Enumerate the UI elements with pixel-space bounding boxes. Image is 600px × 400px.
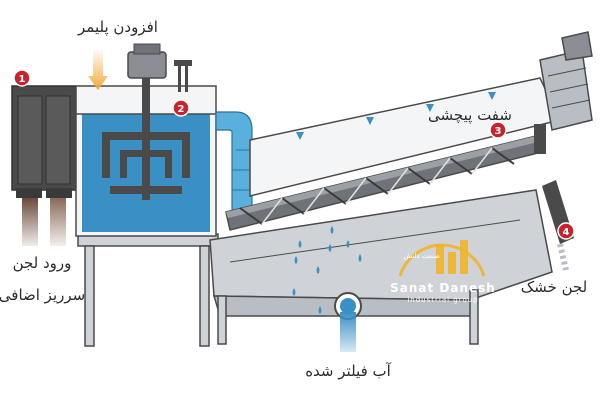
label-screw-shaft: شفت پیچشی — [428, 106, 512, 125]
transfer-pipe — [215, 111, 253, 213]
level-sensor — [174, 60, 192, 92]
polymer-inflow — [88, 48, 108, 90]
watermark-brand: Sanat Danesh — [390, 281, 496, 295]
marker-3: 3 — [489, 121, 507, 139]
filtered-water-outlet — [334, 292, 362, 352]
label-polymer: افزودن پلیمر — [77, 18, 158, 37]
label-overflow: سرریز اضافی — [0, 286, 85, 304]
label-sludge-inlet: ورود لجن — [13, 254, 72, 272]
sludge-inlet-flow — [22, 198, 38, 246]
drive-motor — [534, 31, 593, 154]
label-filtered-water: آب فیلتر شده — [305, 362, 391, 380]
screw-shaft — [225, 135, 543, 231]
agitator-motor — [127, 43, 167, 200]
water-droplets — [292, 226, 362, 314]
svg-text:4: 4 — [563, 227, 570, 238]
svg-text:3: 3 — [495, 126, 502, 137]
company-watermark: صنعت دانش Sanat Danesh industrial group — [390, 240, 496, 304]
marker-4: 4 — [557, 222, 575, 240]
marker-1: 1 — [13, 69, 31, 87]
tank-stand — [77, 233, 219, 347]
marker-2: 2 — [172, 99, 190, 117]
watermark-persian: صنعت دانش — [404, 252, 441, 260]
svg-text:1: 1 — [19, 74, 26, 85]
label-dry-sludge: لجن خشک — [521, 278, 588, 296]
spray-nozzles — [296, 92, 496, 140]
overflow-flow — [50, 198, 66, 246]
watermark-tagline: industrial group — [407, 296, 478, 304]
svg-text:2: 2 — [178, 104, 185, 115]
sludge-inlet-tank — [11, 85, 77, 198]
